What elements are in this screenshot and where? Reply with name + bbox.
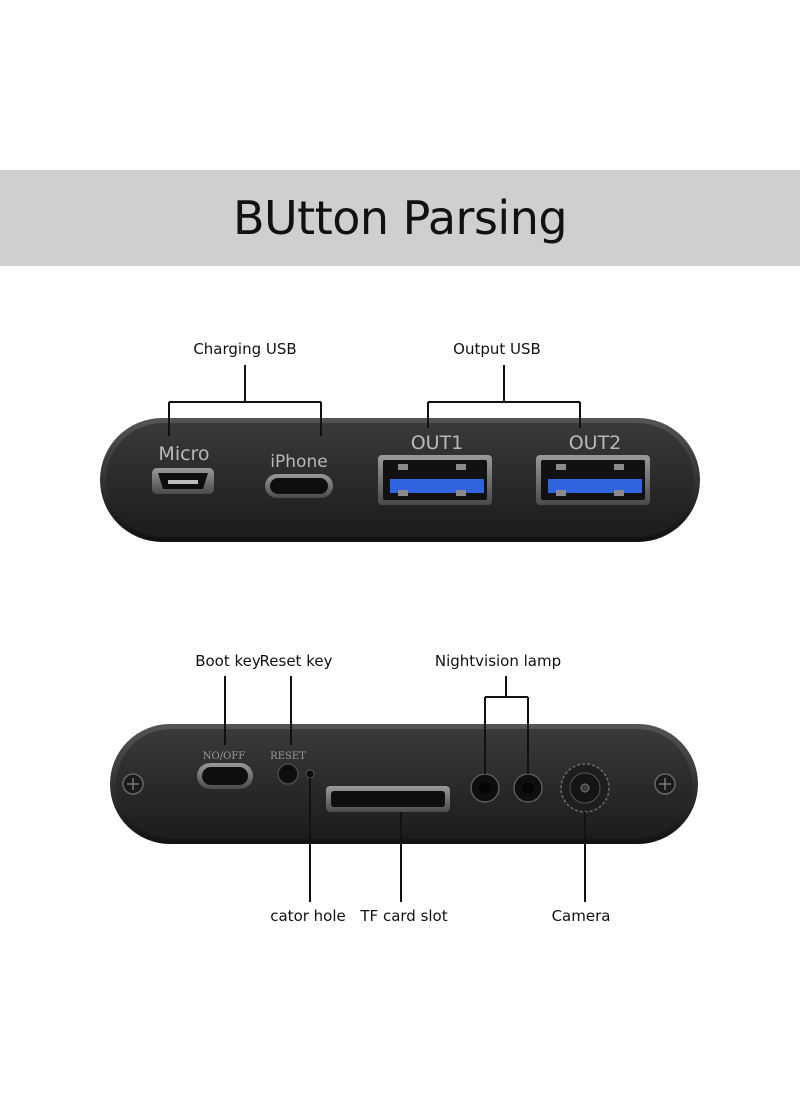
bottom-device-body	[116, 729, 692, 839]
out1-usb-port	[378, 455, 492, 505]
screw-left	[122, 773, 144, 795]
micro-usb-port	[152, 468, 214, 494]
boot-key	[197, 763, 253, 789]
callout-boot-key: Boot key	[195, 652, 261, 670]
top-callout-lines	[168, 365, 581, 436]
callout-nightvision-lamp: Nightvision lamp	[434, 652, 562, 670]
callout-camera: Camera	[551, 907, 611, 925]
title-band: BUtton Parsing	[0, 170, 800, 266]
callout-charging-usb: Charging USB	[193, 340, 297, 358]
silk-micro: Micro	[158, 443, 209, 465]
camera-lens	[560, 763, 610, 813]
reset-key	[277, 763, 299, 785]
iphone-port	[265, 474, 333, 498]
callout-output-usb: Output USB	[453, 340, 541, 358]
bottom-callout-lines	[224, 676, 586, 902]
silk-iphone: iPhone	[270, 452, 327, 472]
screw-right	[654, 773, 676, 795]
silk-on-off: NO/OFF	[203, 751, 245, 762]
tf-card-slot	[326, 786, 450, 812]
silk-reset: RESET	[270, 751, 306, 762]
out2-usb-port	[536, 455, 650, 505]
silk-out2: OUT2	[569, 432, 622, 454]
nightvision-lamp-left	[470, 773, 500, 803]
callout-reset-key: Reset key	[259, 652, 333, 670]
callout-indicator-hole: cator hole	[270, 907, 346, 925]
page-title: BUtton Parsing	[232, 191, 568, 245]
silk-out1: OUT1	[411, 432, 464, 454]
callout-tf-card-slot: TF card slot	[360, 907, 448, 925]
nightvision-lamp-right	[513, 773, 543, 803]
bottom-device	[110, 724, 698, 844]
indicator-hole	[305, 769, 315, 779]
